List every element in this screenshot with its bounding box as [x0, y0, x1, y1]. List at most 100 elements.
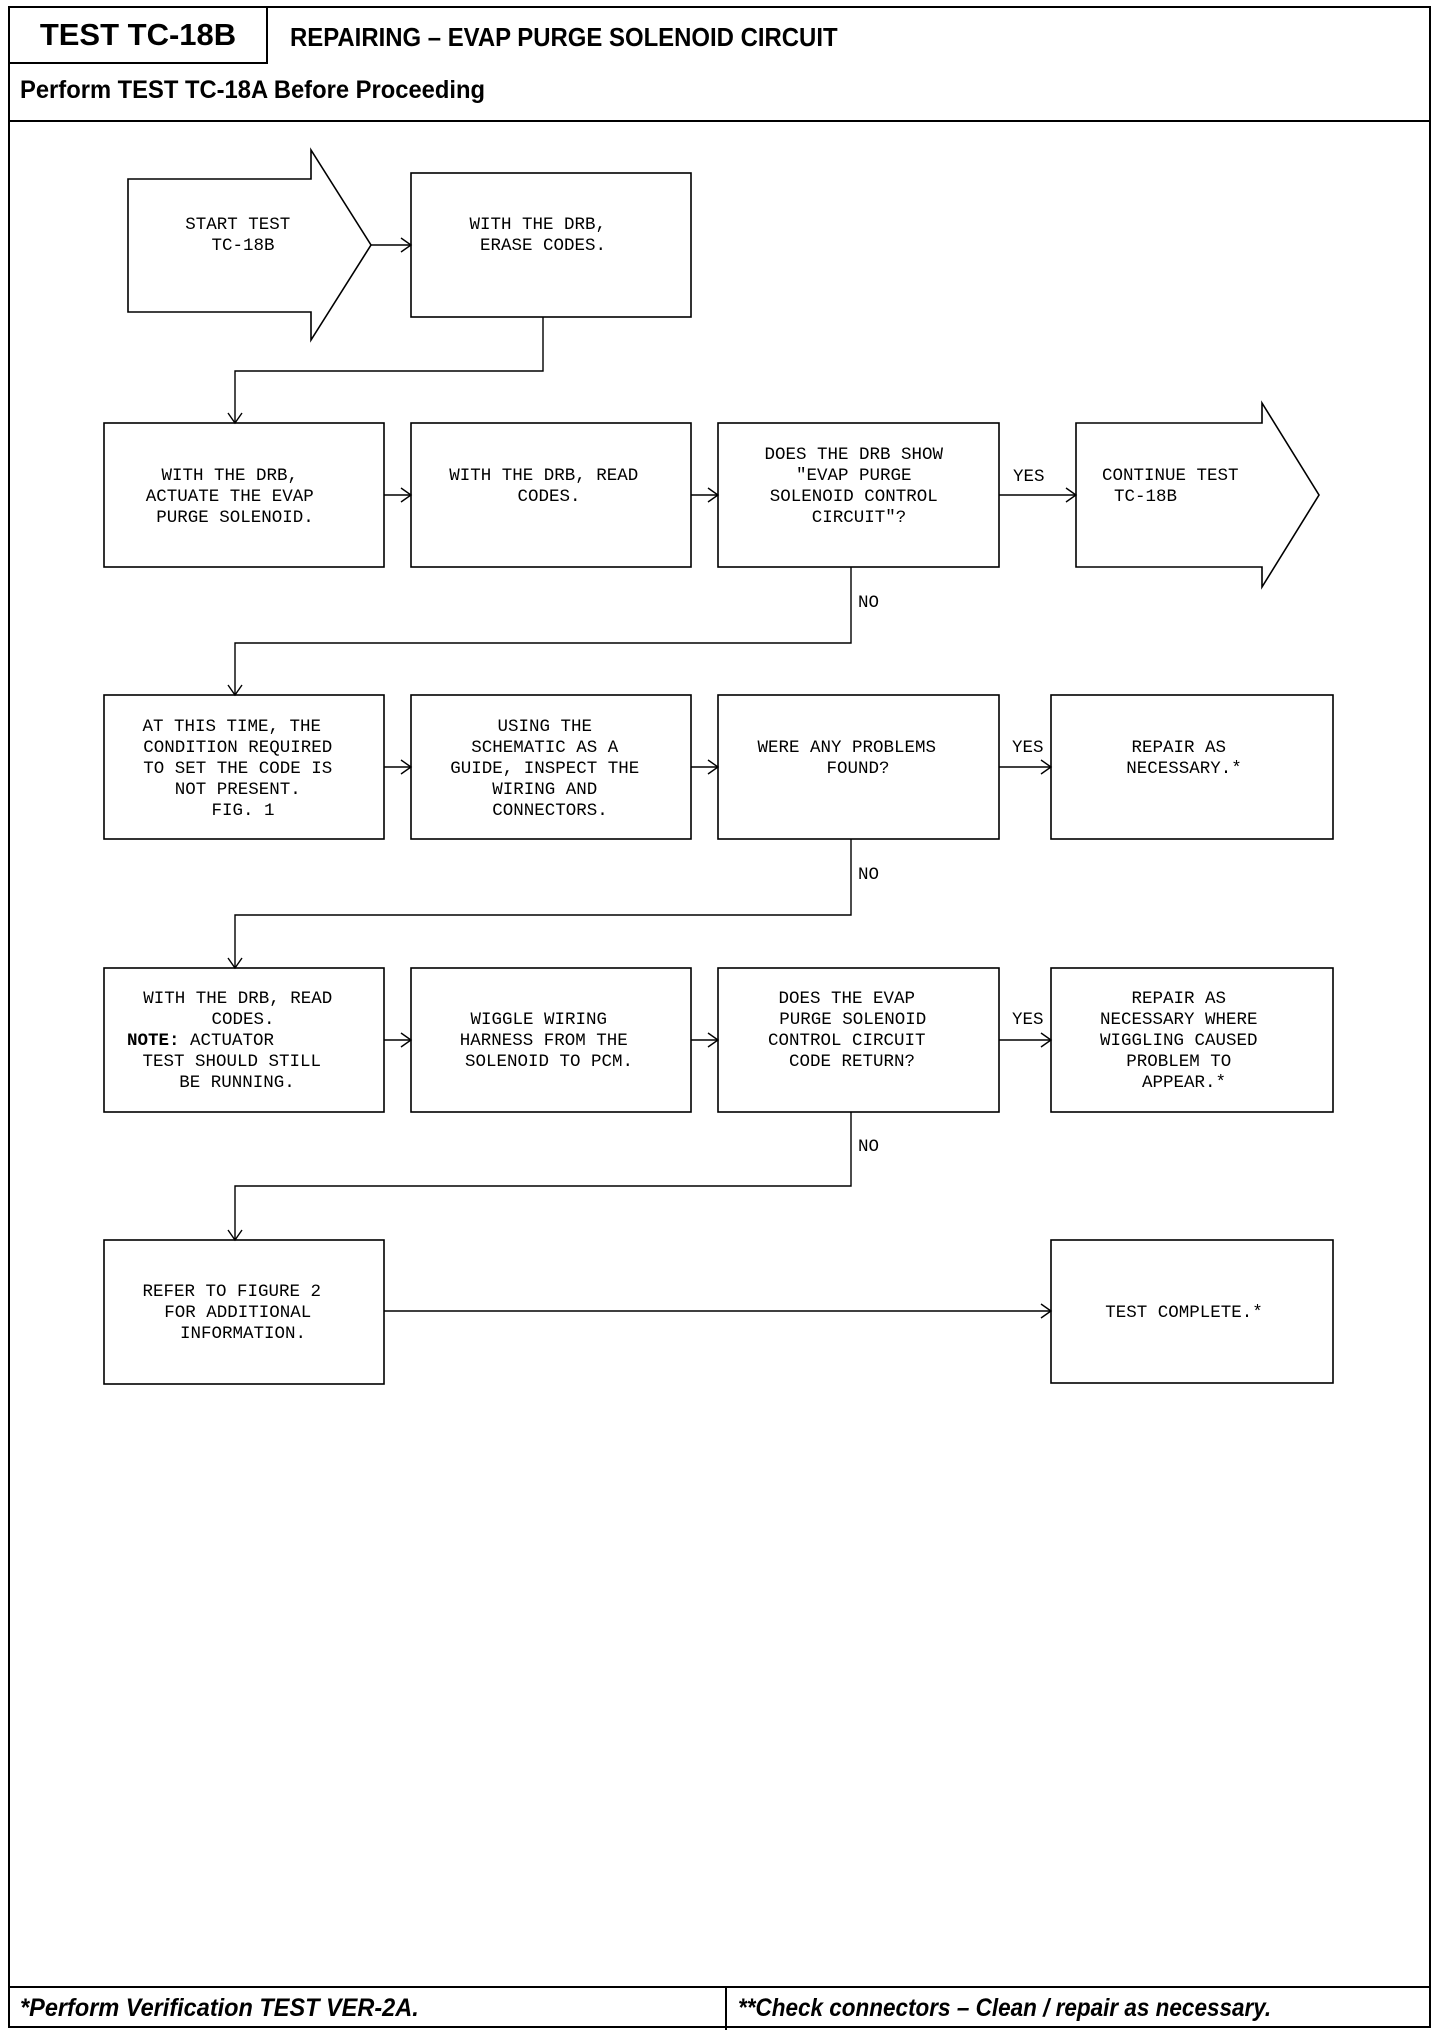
- wiggle-line-1: WIGGLE WIRING: [470, 1010, 607, 1030]
- drb-show-line-2: "EVAP PURGE: [796, 466, 912, 486]
- condition-line-3: TO SET THE CODE IS: [143, 759, 332, 779]
- no-label-2: NO: [858, 865, 879, 885]
- connector-inspect-to-question-2: [691, 759, 720, 775]
- repair-2-line-4: PROBLEM TO: [1126, 1052, 1231, 1072]
- read-codes-2-line-2: CODES.: [211, 1010, 274, 1030]
- inspect-line-3: GUIDE, INSPECT THE: [450, 759, 639, 779]
- erase-codes-line-1: WITH THE DRB,: [469, 215, 606, 235]
- wiggle-wiring-text: WIGGLE WIRING HARNESS FROM THE SOLENOID …: [460, 1010, 639, 1072]
- connector-question-1-yes: [999, 487, 1078, 503]
- drb-show-question-text: DOES THE DRB SHOW "EVAP PURGE SOLENOID C…: [764, 445, 953, 528]
- inspect-line-4: WIRING AND: [492, 780, 597, 800]
- footer-separator: [725, 1986, 727, 2030]
- footer-verification-note: *Perform Verification TEST VER-2A.: [20, 1994, 419, 2022]
- no-label-3: NO: [858, 1137, 879, 1157]
- yes-label-3: YES: [1012, 1010, 1044, 1030]
- connector-refer-to-complete: [384, 1303, 1053, 1319]
- repair-2-text: REPAIR AS NECESSARY WHERE WIGGLING CAUSE…: [1100, 989, 1268, 1093]
- problems-found-question-text: WERE ANY PROBLEMS FOUND?: [757, 738, 946, 779]
- connector-actuate-to-read: [384, 487, 413, 503]
- repair-1-line-1: REPAIR AS: [1131, 738, 1226, 758]
- read-codes-2-note: NOTE: ACTUATOR: [127, 1031, 275, 1051]
- condition-line-1: AT THIS TIME, THE: [142, 717, 321, 737]
- refer-figure-2-node: [103, 1239, 385, 1385]
- header-divider: [10, 120, 1429, 122]
- read-codes-1-line-2: CODES.: [517, 487, 580, 507]
- repair-2-line-2: NECESSARY WHERE: [1100, 1010, 1258, 1030]
- footer-divider: [10, 1986, 1429, 1988]
- continue-test-node: [1075, 400, 1320, 590]
- inspect-wiring-node: [410, 694, 692, 840]
- code-return-question-text: DOES THE EVAP PURGE SOLENOID CONTROL CIR…: [768, 989, 937, 1072]
- erase-codes-node: [410, 172, 692, 318]
- actuate-line-2: ACTUATE THE EVAP: [146, 487, 314, 507]
- wiggle-line-3: SOLENOID TO PCM.: [465, 1052, 633, 1072]
- condition-line-2: CONDITION REQUIRED: [143, 738, 332, 758]
- drb-show-line-4: CIRCUIT"?: [812, 508, 907, 528]
- code-return-line-2: PURGE SOLENOID: [779, 1010, 926, 1030]
- read-codes-2-line-4: BE RUNNING.: [179, 1073, 295, 1093]
- continue-line-2: TC-18B: [1114, 487, 1177, 507]
- code-return-line-3: CONTROL CIRCUIT: [768, 1031, 926, 1051]
- problems-found-question-node: [717, 694, 1000, 840]
- note-label: NOTE:: [127, 1031, 180, 1051]
- repair-2-line-1: REPAIR AS: [1131, 989, 1226, 1009]
- yes-label-1: YES: [1013, 467, 1045, 487]
- actuate-solenoid-node: [103, 422, 385, 568]
- test-complete-line-1: TEST COMPLETE.*: [1105, 1303, 1263, 1323]
- repair-2-node: [1050, 967, 1334, 1113]
- procedure-title: REPAIRING – EVAP PURGE SOLENOID CIRCUIT: [290, 22, 838, 52]
- condition-line-4: NOT PRESENT.: [175, 780, 301, 800]
- repair-2-line-3: WIGGLING CAUSED: [1100, 1031, 1258, 1051]
- repair-1-node: [1050, 694, 1334, 840]
- connector-wiggle-to-question-3: [691, 1032, 720, 1048]
- connector-question-3-no: [227, 1112, 852, 1242]
- repair-1-line-2: NECESSARY.*: [1126, 759, 1242, 779]
- erase-codes-text: WITH THE DRB, ERASE CODES.: [469, 215, 616, 256]
- inspect-line-1: USING THE: [497, 717, 592, 737]
- connector-start-to-erase: [371, 237, 413, 253]
- continue-line-1: CONTINUE TEST: [1102, 466, 1239, 486]
- yes-label-2: YES: [1012, 738, 1044, 758]
- actuate-line-1: WITH THE DRB,: [161, 466, 298, 486]
- drb-show-line-3: SOLENOID CONTROL: [770, 487, 938, 507]
- connector-question-1-no: [227, 567, 852, 697]
- erase-codes-line-2: ERASE CODES.: [480, 236, 606, 256]
- read-codes-1-text: WITH THE DRB, READ CODES.: [449, 466, 649, 507]
- connector-read2-to-wiggle: [384, 1032, 413, 1048]
- actuate-line-3: PURGE SOLENOID.: [156, 508, 314, 528]
- read-codes-2-node: [103, 967, 385, 1113]
- read-codes-2-text: WITH THE DRB, READ CODES.: [143, 989, 343, 1030]
- repair-1-text: REPAIR AS NECESSARY.*: [1126, 738, 1242, 779]
- repair-2-line-5: APPEAR.*: [1142, 1073, 1226, 1093]
- footer-connectors-note: **Check connectors – Clean / repair as n…: [738, 1994, 1272, 2022]
- inspect-line-2: SCHEMATIC AS A: [471, 738, 619, 758]
- wiggle-line-2: HARNESS FROM THE: [460, 1031, 628, 1051]
- read-codes-2-line-1: WITH THE DRB, READ: [143, 989, 332, 1009]
- actuate-solenoid-text: WITH THE DRB, ACTUATE THE EVAP PURGE SOL…: [146, 466, 325, 528]
- condition-not-present-text: AT THIS TIME, THE CONDITION REQUIRED TO …: [142, 717, 342, 821]
- start-text: START TEST TC-18B: [185, 215, 301, 256]
- test-complete-node: [1050, 1239, 1334, 1384]
- refer-figure-2-text: REFER TO FIGURE 2 FOR ADDITIONAL INFORMA…: [142, 1282, 331, 1344]
- condition-line-5: FIG. 1: [211, 801, 274, 821]
- refer-line-3: INFORMATION.: [180, 1324, 306, 1344]
- read-codes-2-text-tail: TEST SHOULD STILL BE RUNNING.: [142, 1052, 331, 1093]
- note-text: ACTUATOR: [180, 1031, 275, 1051]
- test-id-title: TEST TC-18B: [10, 8, 268, 64]
- connector-condition-to-inspect: [384, 759, 413, 775]
- connector-question-2-no: [227, 839, 852, 970]
- test-complete-text: TEST COMPLETE.*: [1105, 1303, 1263, 1323]
- prerequisite-note: Perform TEST TC-18A Before Proceeding: [20, 76, 485, 104]
- problems-line-1: WERE ANY PROBLEMS: [757, 738, 936, 758]
- connector-question-3-yes: [999, 1032, 1053, 1048]
- code-return-line-1: DOES THE EVAP: [778, 989, 915, 1009]
- drb-show-line-1: DOES THE DRB SHOW: [764, 445, 943, 465]
- problems-line-2: FOUND?: [826, 759, 889, 779]
- refer-line-1: REFER TO FIGURE 2: [142, 1282, 321, 1302]
- read-codes-1-line-1: WITH THE DRB, READ: [449, 466, 638, 486]
- start-line-2: TC-18B: [211, 236, 274, 256]
- continue-test-text: CONTINUE TEST TC-18B: [1102, 466, 1249, 507]
- connector-question-2-yes: [999, 759, 1053, 775]
